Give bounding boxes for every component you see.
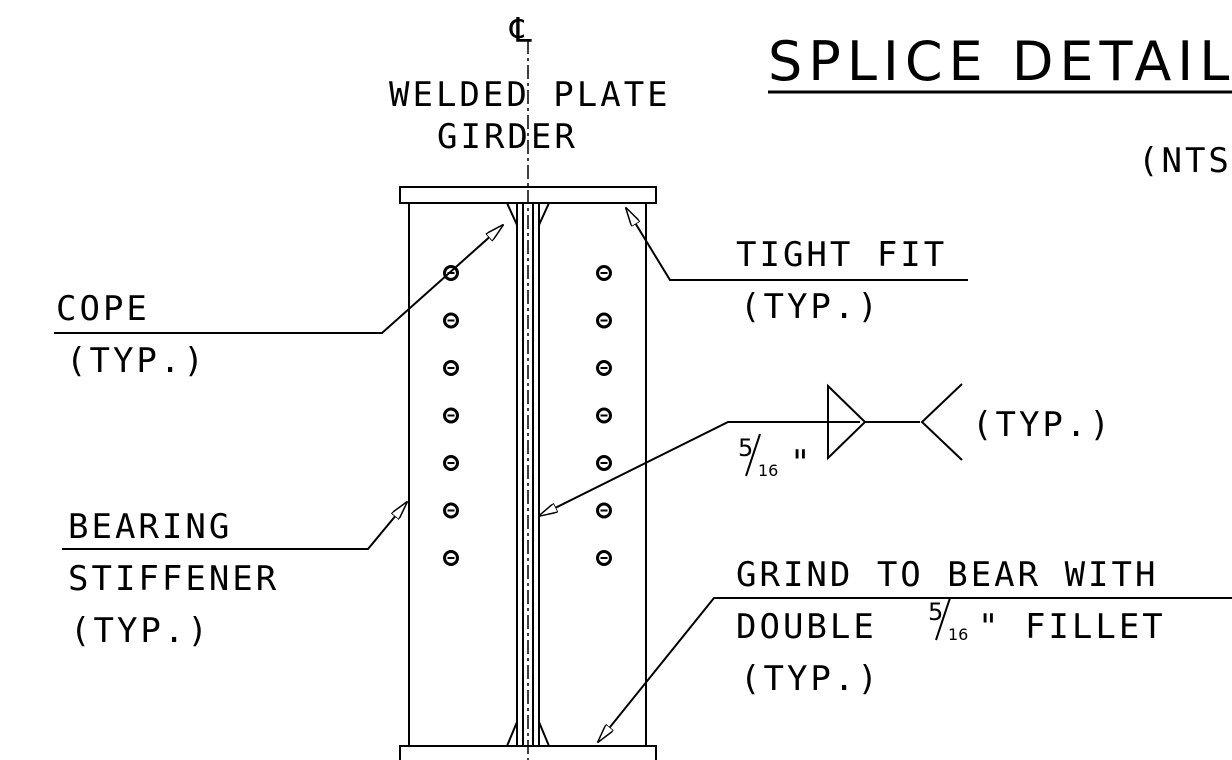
- weld-typ-label: (TYP.): [972, 405, 1113, 445]
- grind-typ-label: (TYP.): [740, 659, 881, 699]
- weld-leader: [539, 421, 860, 516]
- fillet-weld-symbol: [827, 383, 867, 461]
- grind-label-line2-post: " FILLET: [978, 607, 1166, 647]
- grind-label-line1: GRIND TO BEAR WITH: [736, 555, 1158, 595]
- girder-label-line1: WELDED PLATE: [389, 75, 671, 115]
- grind-fraction-numerator: 5: [928, 598, 943, 626]
- cope-label: COPE: [56, 289, 150, 329]
- tight-fit-typ-label: (TYP.): [740, 287, 881, 327]
- inch-mark: ": [790, 443, 813, 483]
- top-cope: [506, 202, 550, 226]
- grind-leader: [598, 597, 1232, 742]
- grind-fraction: 5 16: [928, 597, 968, 644]
- bolt-group: [443, 265, 612, 566]
- weld-tail-symbol: [920, 383, 963, 461]
- fraction-denominator: 16: [758, 461, 778, 480]
- drawing-title: SPLICE DETAIL: [768, 30, 1232, 93]
- weld-size-fraction: 5 16 ": [738, 433, 813, 483]
- fraction-bar: [745, 433, 761, 477]
- cope-typ-label: (TYP.): [66, 341, 207, 381]
- bottom-cope: [506, 721, 550, 747]
- girder-label-line2: GIRDER: [437, 117, 578, 157]
- grind-fraction-bar: [935, 597, 951, 641]
- grind-fraction-denominator: 16: [948, 625, 968, 644]
- bearing-label: BEARING: [68, 507, 232, 547]
- bearing-typ-label: (TYP.): [70, 611, 211, 651]
- cope-leader: [54, 225, 503, 334]
- scale-note: (NTS: [1138, 141, 1232, 181]
- tight-fit-label: TIGHT FIT: [736, 235, 947, 275]
- tight-fit-leader: [626, 208, 968, 281]
- stiffener-label: STIFFENER: [68, 559, 279, 599]
- stiffener-leader: [62, 502, 407, 550]
- fraction-numerator: 5: [738, 434, 753, 462]
- grind-label-line2-pre: DOUBLE: [736, 607, 877, 647]
- centerline-symbol: ℄: [509, 11, 535, 51]
